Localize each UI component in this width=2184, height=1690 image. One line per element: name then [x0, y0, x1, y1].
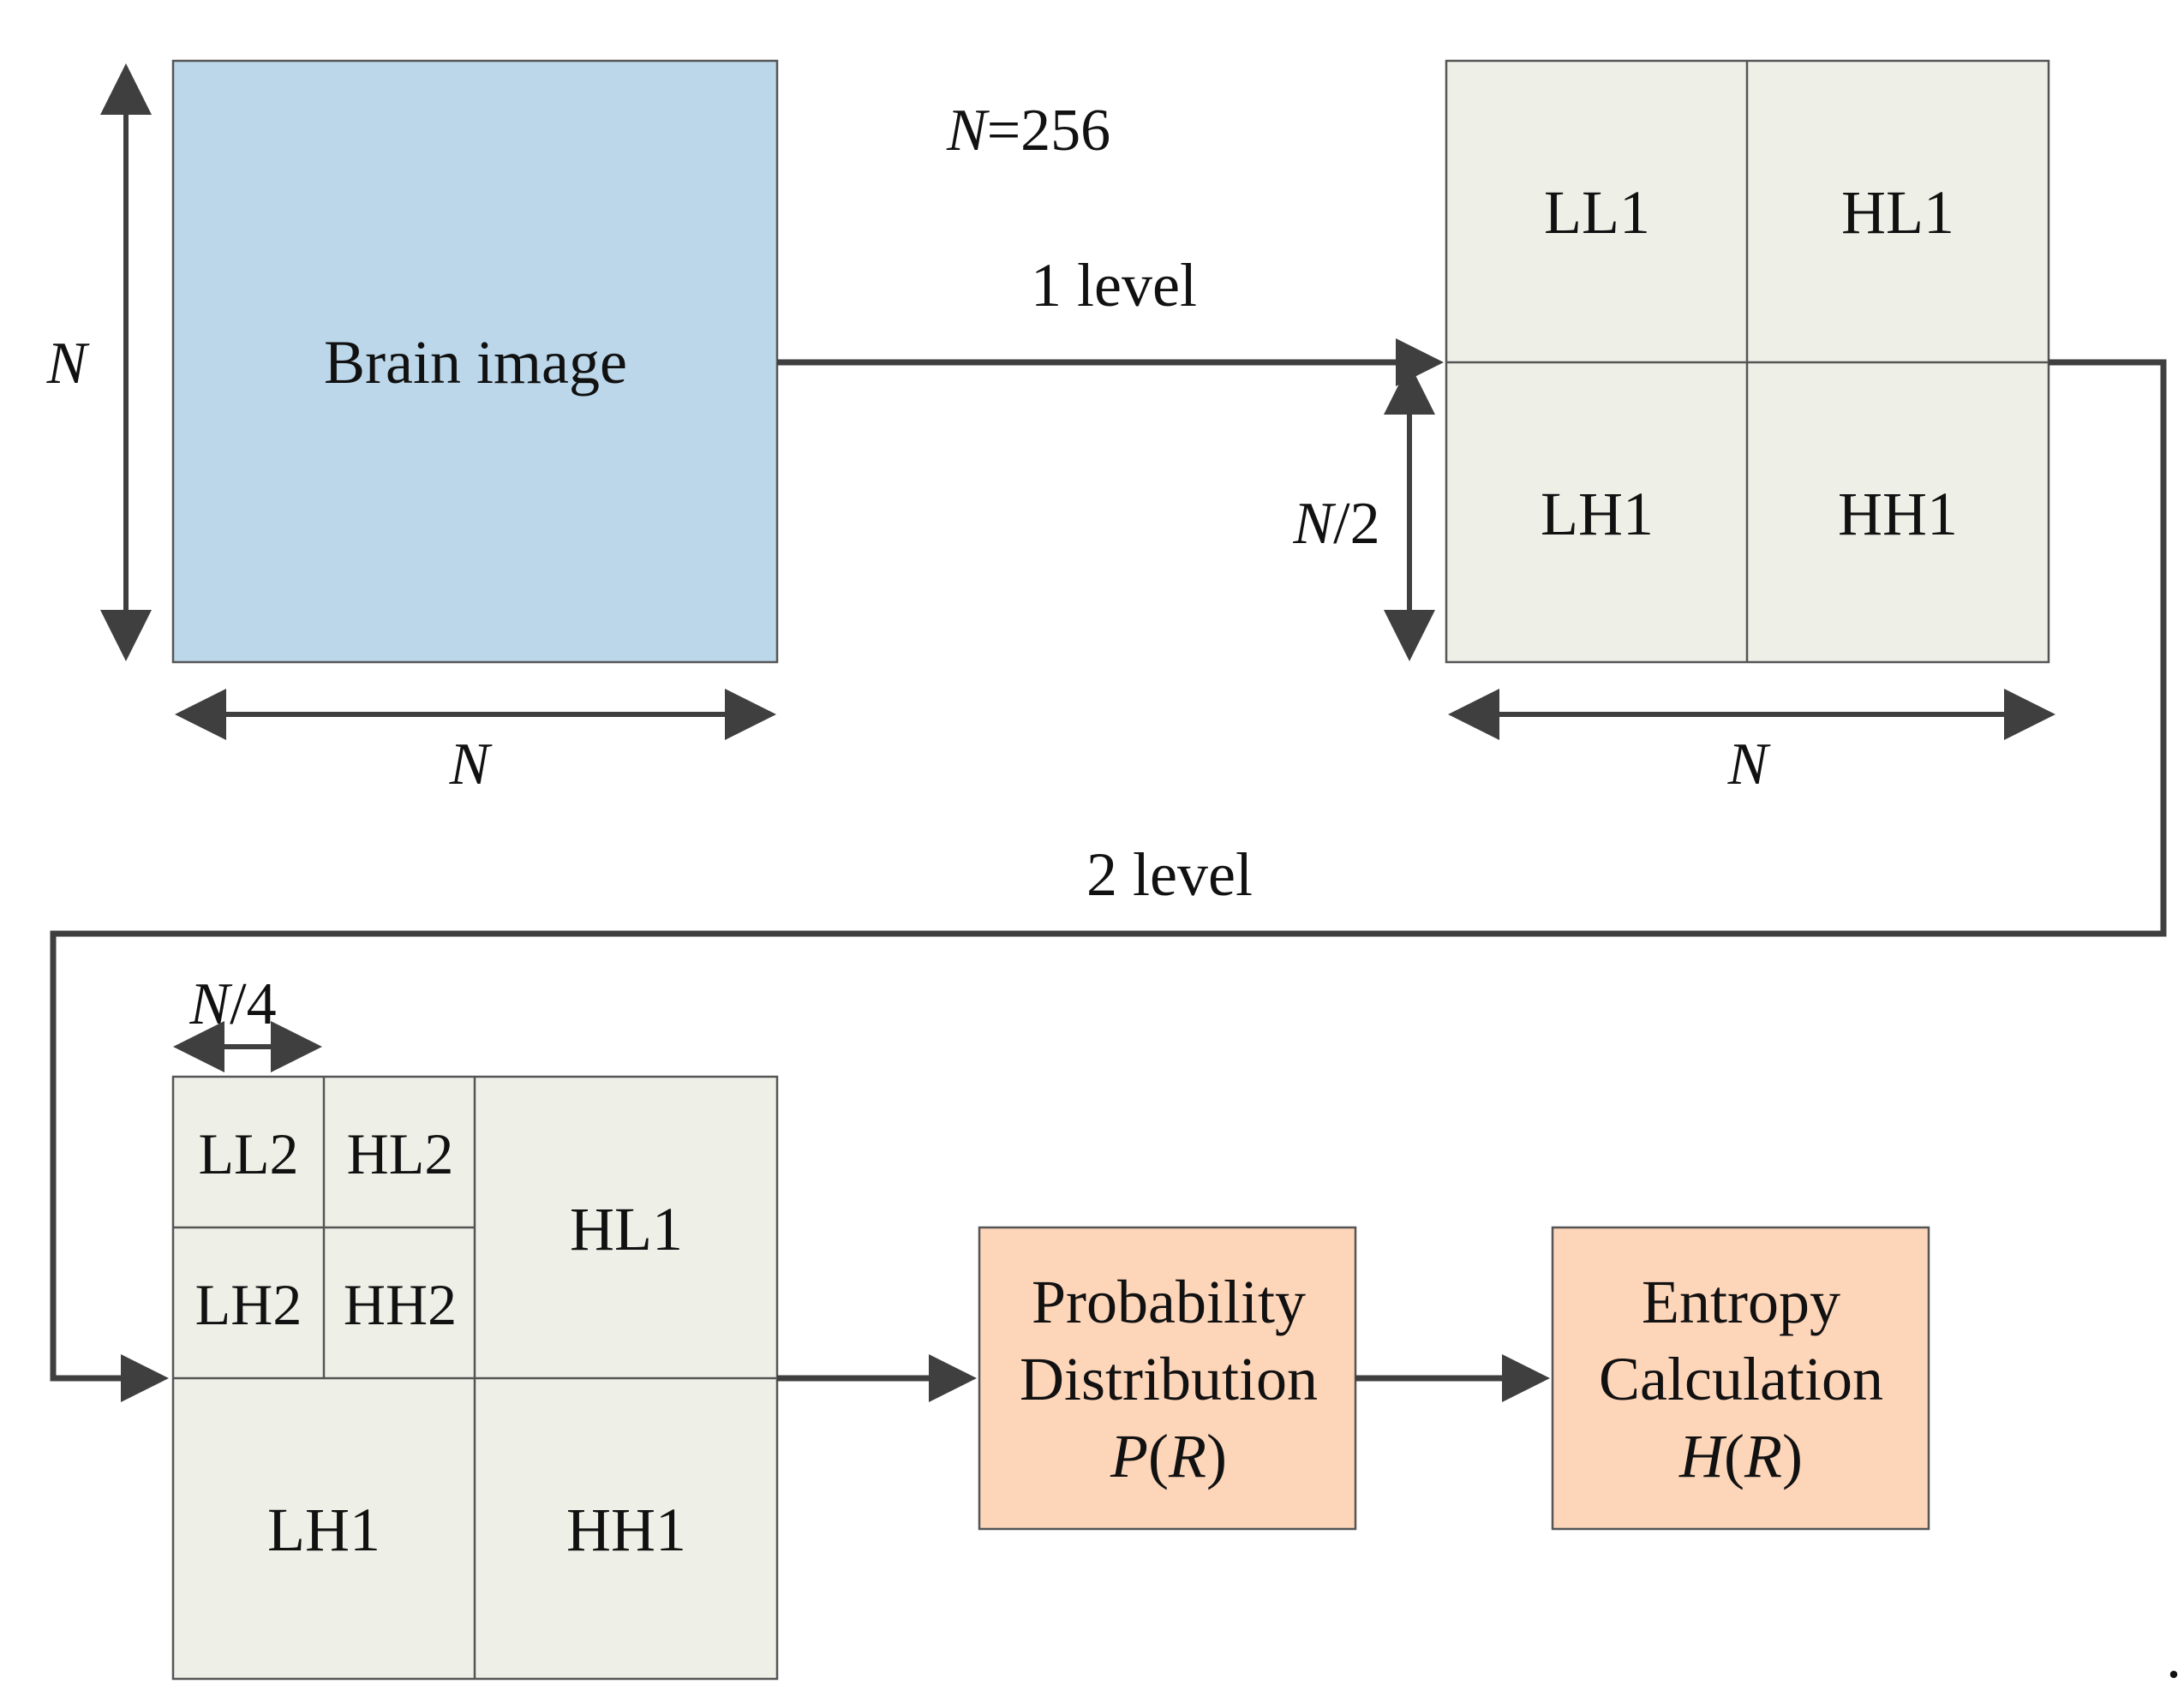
hh1-label: HH1 [1838, 480, 1958, 548]
level2-lh1-label: LH1 [267, 1496, 380, 1564]
level2-hl1-label: HL1 [570, 1195, 683, 1263]
ll2-label: LL2 [198, 1121, 298, 1186]
brain-height-label: N [46, 331, 90, 397]
quarter-width-label: N/4 [188, 971, 276, 1037]
footnote-dot: . [2166, 1622, 2181, 1690]
probability-line1: Probability [1032, 1268, 1306, 1336]
half-height-label: N/2 [1292, 491, 1379, 557]
brain-width-label: N [449, 732, 493, 797]
probability-formula: P(R) [1110, 1422, 1227, 1490]
level1-label: 1 level [1031, 251, 1197, 319]
entropy-box [1551, 1226, 1930, 1531]
lh1-label: LH1 [1541, 480, 1654, 548]
entropy-formula: H(R) [1678, 1422, 1803, 1490]
level2-connector-arrow [50, 359, 2167, 1402]
lh2-label: LH2 [195, 1272, 302, 1337]
ll1-label: LL1 [1544, 178, 1650, 247]
level2-label: 2 level [1086, 840, 1253, 909]
entropy-line2: Calculation [1599, 1345, 1883, 1413]
level1-width-label: N [1727, 732, 1771, 797]
hl1-label: HL1 [1841, 178, 1954, 247]
n-value-label: N=256 [946, 98, 1110, 164]
hl2-label: HL2 [347, 1121, 454, 1186]
probability-line2: Distribution [1020, 1345, 1318, 1413]
brain-image-label: Brain image [324, 328, 627, 397]
level1-decomposition: LL1 HL1 LH1 HH1 [1445, 59, 2050, 664]
entropy-line1: Entropy [1642, 1268, 1840, 1336]
level2-decomposition: LL2 HL2 LH2 HH2 HL1 LH1 HH1 [171, 1075, 779, 1681]
level2-hh1-label: HH1 [566, 1496, 686, 1564]
hh2-label: HH2 [344, 1272, 457, 1337]
brain-image-box [171, 59, 779, 664]
